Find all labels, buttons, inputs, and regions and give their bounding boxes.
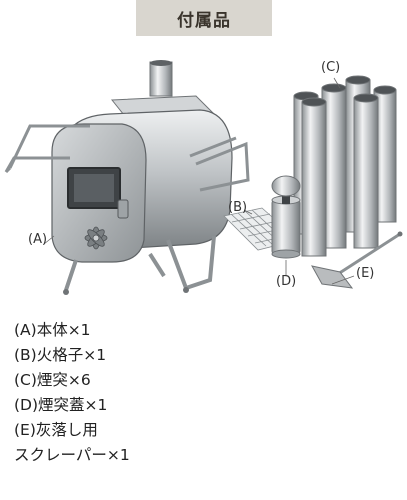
list-item: (E)灰落し用	[14, 421, 98, 439]
callout-e: (E)	[356, 266, 375, 281]
ash-scraper	[311, 231, 403, 289]
header-tab: 付属品	[136, 0, 272, 36]
page-title: 付属品	[177, 10, 231, 31]
callout-a: (A)	[28, 232, 48, 247]
accessory-list: (A)本体×1 (B)火格子×1 (C)煙突×6 (D)煙突蓋×1 (E)灰落し…	[14, 318, 404, 468]
list-item: (A)本体×1	[14, 321, 91, 339]
callout-d: (D)	[276, 274, 297, 289]
list-item: (B)火格子×1	[14, 346, 107, 364]
accessories-illustration	[4, 60, 403, 295]
chimney-pipes	[293, 75, 397, 257]
list-item: スクレーパー×1	[14, 446, 130, 464]
stove-body	[4, 60, 250, 295]
list-item: (C)煙突×6	[14, 371, 91, 389]
list-item: (D)煙突蓋×1	[14, 396, 108, 414]
callout-c: (C)	[321, 60, 341, 75]
callout-b: (B)	[228, 200, 248, 215]
header-bar: 付属品	[0, 0, 407, 36]
chimney-cap	[271, 175, 301, 259]
